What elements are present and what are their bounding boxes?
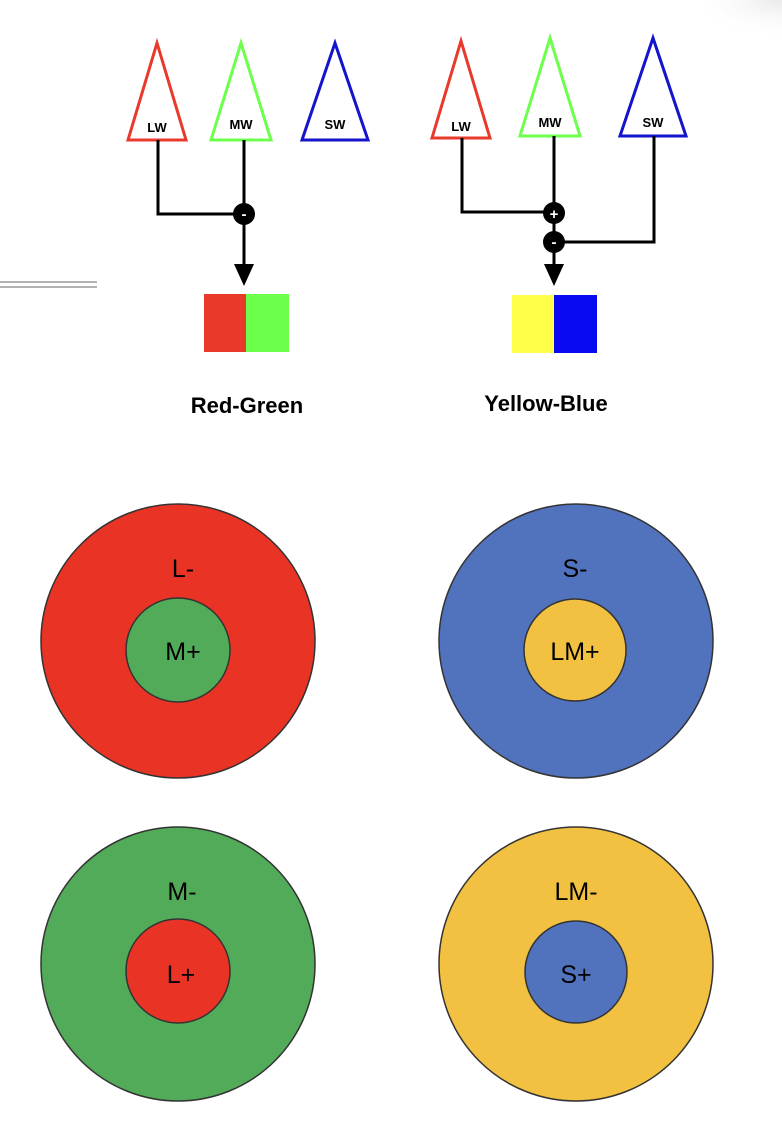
red-green-pathway: LW MW SW - Red-Green — [125, 37, 371, 418]
yellow-blue-caption: Yellow-Blue — [484, 391, 607, 416]
surround-label: S- — [563, 555, 588, 583]
cone-mw-label: MW — [538, 115, 562, 130]
receptive-field-lm-s: LM- S+ — [438, 826, 714, 1102]
center-disc — [523, 598, 627, 702]
yellow-blue-swatch — [512, 295, 597, 353]
center-disc — [125, 918, 231, 1024]
cone-sw: SW — [299, 38, 371, 142]
yellow-blue-pathway: LW MW SW + - Yellow-Blue — [429, 32, 689, 416]
center-disc — [125, 597, 231, 703]
surround-label: M- — [167, 878, 196, 906]
subtract-node: - — [543, 231, 565, 253]
receptive-field-l-m: L- M+ — [40, 503, 316, 779]
cone-lw-label: LW — [451, 119, 471, 134]
subtract-sign: - — [552, 234, 557, 251]
cone-sw-label: SW — [325, 117, 347, 132]
surround-label: LM- — [554, 878, 597, 906]
subtract-node: - — [233, 203, 255, 225]
cone-lw-label: LW — [147, 120, 167, 135]
add-node: + — [543, 202, 565, 224]
corner-shade — [690, 0, 782, 40]
center-label: M+ — [165, 638, 200, 666]
cone-sw-label: SW — [643, 115, 665, 130]
cone-mw: MW — [517, 32, 583, 138]
center-disc — [524, 920, 628, 1024]
add-sign: + — [550, 206, 559, 223]
surround-label: L- — [172, 555, 194, 583]
horizontal-rule — [0, 281, 97, 288]
center-label: L+ — [167, 961, 196, 989]
cone-lw: LW — [125, 37, 189, 142]
cone-mw: MW — [208, 37, 274, 142]
cone-lw: LW — [429, 35, 493, 140]
receptive-field-s-lm: S- LM+ — [438, 503, 714, 779]
cone-sw: SW — [617, 33, 689, 138]
red-green-swatch — [204, 294, 289, 352]
center-label: LM+ — [550, 638, 599, 666]
subtract-sign: - — [242, 206, 247, 223]
cone-mw-label: MW — [229, 117, 253, 132]
receptive-field-m-l: M- L+ — [40, 826, 316, 1102]
red-green-caption: Red-Green — [191, 393, 303, 418]
center-label: S+ — [560, 961, 591, 989]
